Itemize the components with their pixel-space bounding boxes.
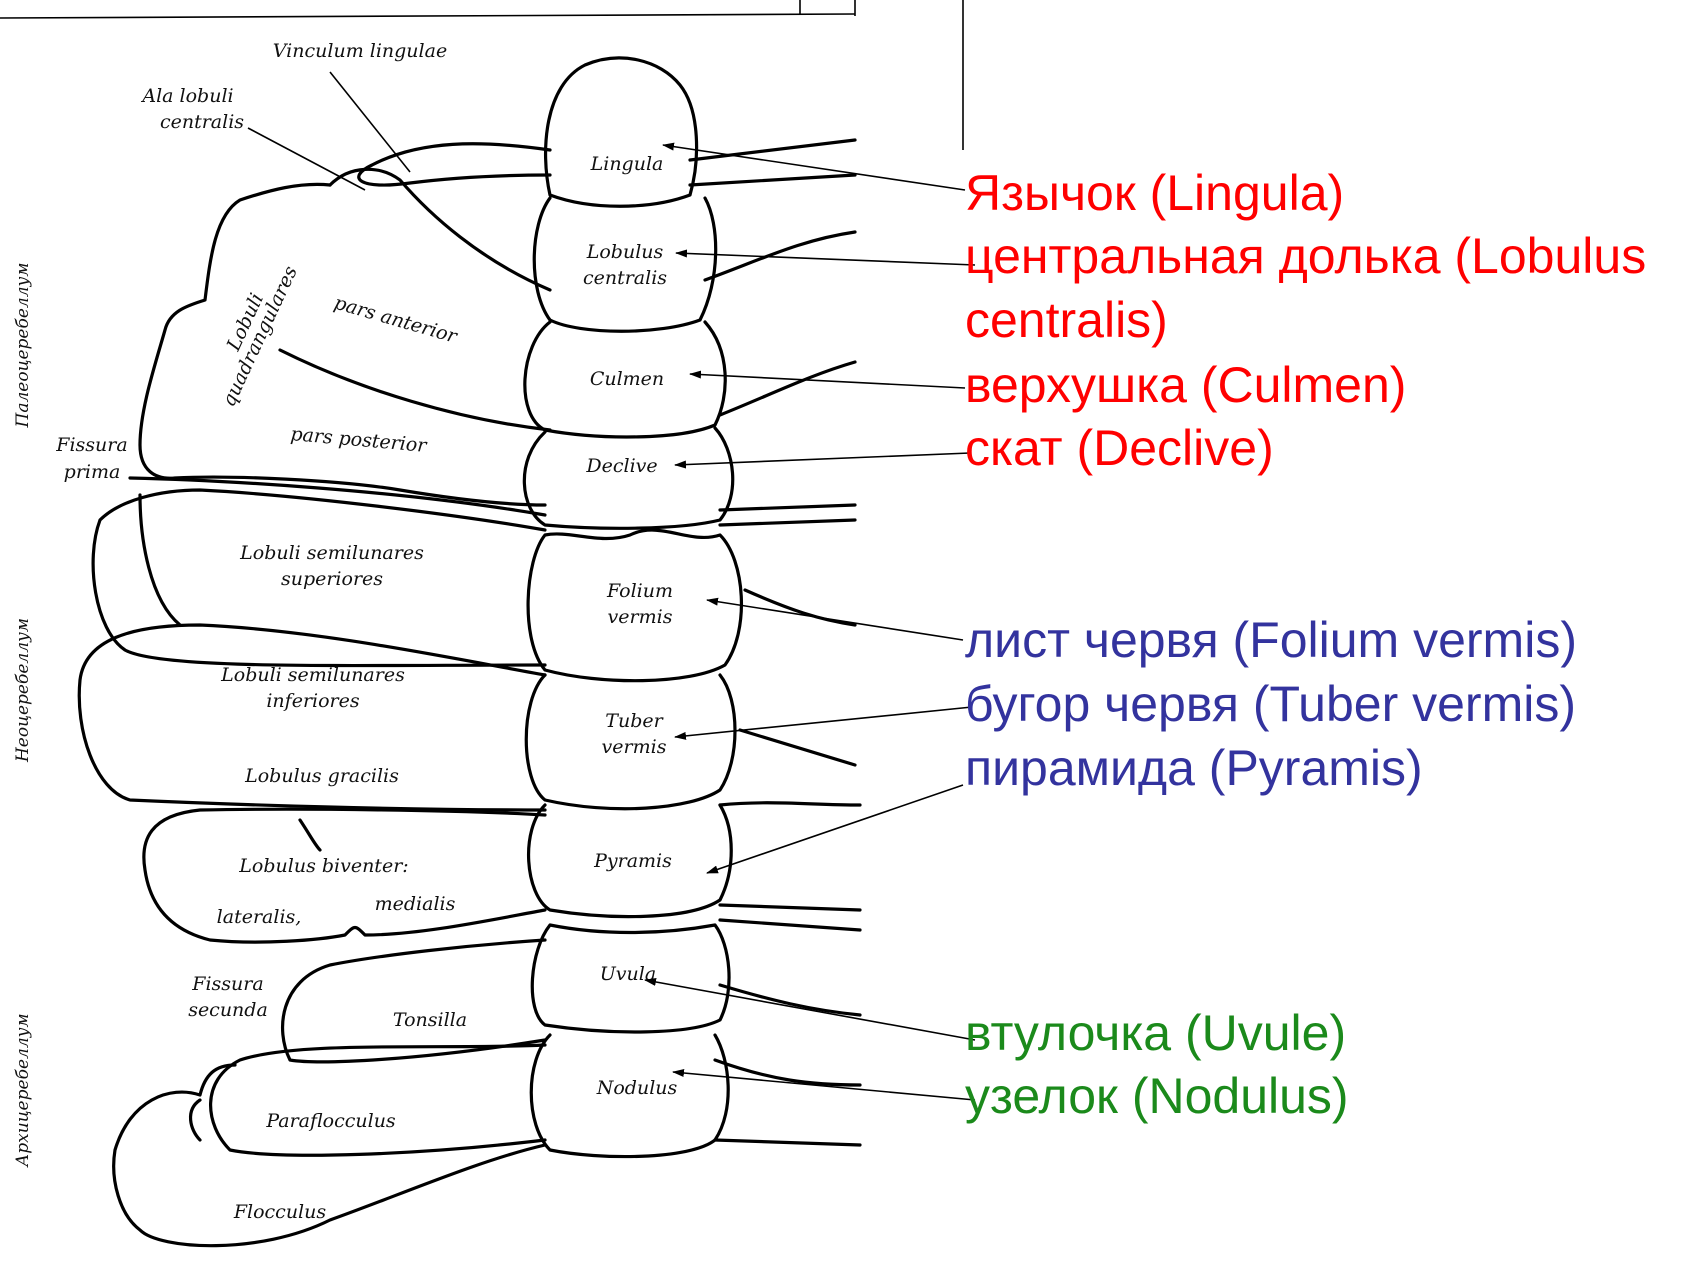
- fissura-prima-label-1: Fissura: [55, 434, 127, 456]
- annotation-tuber: бугор червя (Tuber vermis): [965, 674, 1576, 735]
- annotation-arrows: [645, 145, 975, 1100]
- archicerebellum-label: Архицеребеллум: [13, 1013, 33, 1167]
- ala-label-1: Ala lobuli: [140, 85, 233, 107]
- arrow-uvula: [645, 980, 975, 1040]
- lobulus-centralis-label-1: Lobulus: [586, 241, 664, 263]
- lateralis-label: lateralis,: [217, 906, 302, 928]
- annotation-uvula: втулочка (Uvule): [965, 1003, 1346, 1064]
- uvula-label: Uvula: [600, 963, 656, 985]
- fissura-secunda-label-2: secunda: [188, 999, 268, 1021]
- arrow-declive: [675, 453, 970, 465]
- culmen-label: Culmen: [590, 368, 664, 390]
- annotation-declive: скат (Declive): [965, 418, 1274, 479]
- page-edges: [0, 0, 963, 150]
- lingula-outline: [546, 58, 697, 206]
- arrow-pyramis: [707, 785, 963, 873]
- annotation-lobulus-centralis-1: центральная долька (Lobulus: [965, 226, 1646, 287]
- annotation-lingula: Язычок (Lingula): [965, 163, 1344, 224]
- vinculum-label: Vinculum lingulae: [273, 40, 447, 62]
- annotation-folium: лист червя (Folium vermis): [965, 610, 1577, 671]
- annotation-pyramis: пирамида (Pyramis): [965, 738, 1423, 799]
- pars-posterior-label: pars posterior: [290, 423, 430, 457]
- folium-label-2: vermis: [608, 606, 673, 628]
- arrow-culmen: [690, 374, 965, 388]
- declive-outline: [524, 428, 732, 528]
- annotation-lobulus-centralis-2: centralis): [965, 290, 1168, 351]
- lobulus-centralis-outline: [534, 198, 715, 331]
- semilunares-superiores-label-2: superiores: [281, 568, 383, 590]
- semilunares-superiores-label-1: Lobuli semilunares: [239, 542, 424, 564]
- tuber-label-1: Tuber: [605, 710, 664, 732]
- tuber-label-2: vermis: [602, 736, 667, 758]
- ala-label-2: centralis: [160, 111, 244, 133]
- hemisphere-outlines: [79, 140, 860, 1246]
- annotation-nodulus: узелок (Nodulus): [965, 1066, 1349, 1127]
- arrow-lobulus-centralis: [676, 253, 975, 265]
- biventer-label: Lobulus biventer:: [238, 855, 408, 877]
- declive-label: Declive: [585, 455, 657, 477]
- pyramis-label: Pyramis: [593, 850, 672, 872]
- fissura-secunda-label-1: Fissura: [191, 973, 263, 995]
- nodulus-label: Nodulus: [596, 1077, 678, 1099]
- annotation-culmen: верхушка (Culmen): [965, 355, 1406, 416]
- semilunares-inferiores-label-1: Lobuli semilunares: [220, 664, 405, 686]
- gracilis-label: Lobulus gracilis: [244, 765, 399, 787]
- vermis-labels: Lingula Lobulus centralis Culmen Declive…: [583, 153, 678, 1099]
- arrow-tuber: [675, 707, 972, 737]
- side-labels: Палеоцеребеллум Неоцеребеллум Архицеребе…: [13, 263, 33, 1168]
- pars-anterior-label: pars anterior: [332, 292, 461, 349]
- flocculus-label: Flocculus: [233, 1201, 327, 1223]
- fissura-prima-label-2: prima: [64, 461, 121, 483]
- lobulus-centralis-label-2: centralis: [583, 267, 667, 289]
- paleocerebellum-label: Палеоцеребеллум: [13, 263, 33, 429]
- tonsilla-label: Tonsilla: [393, 1009, 467, 1031]
- semilunares-inferiores-label-2: inferiores: [266, 690, 360, 712]
- arrow-folium: [707, 600, 963, 640]
- medialis-label: medialis: [375, 893, 456, 915]
- neocerebellum-label: Неоцеребеллум: [13, 618, 33, 763]
- folium-label-1: Folium: [606, 580, 673, 602]
- paraflocculus-label: Paraflocculus: [265, 1110, 396, 1132]
- arrow-nodulus: [673, 1072, 975, 1100]
- lingula-label: Lingula: [590, 153, 664, 175]
